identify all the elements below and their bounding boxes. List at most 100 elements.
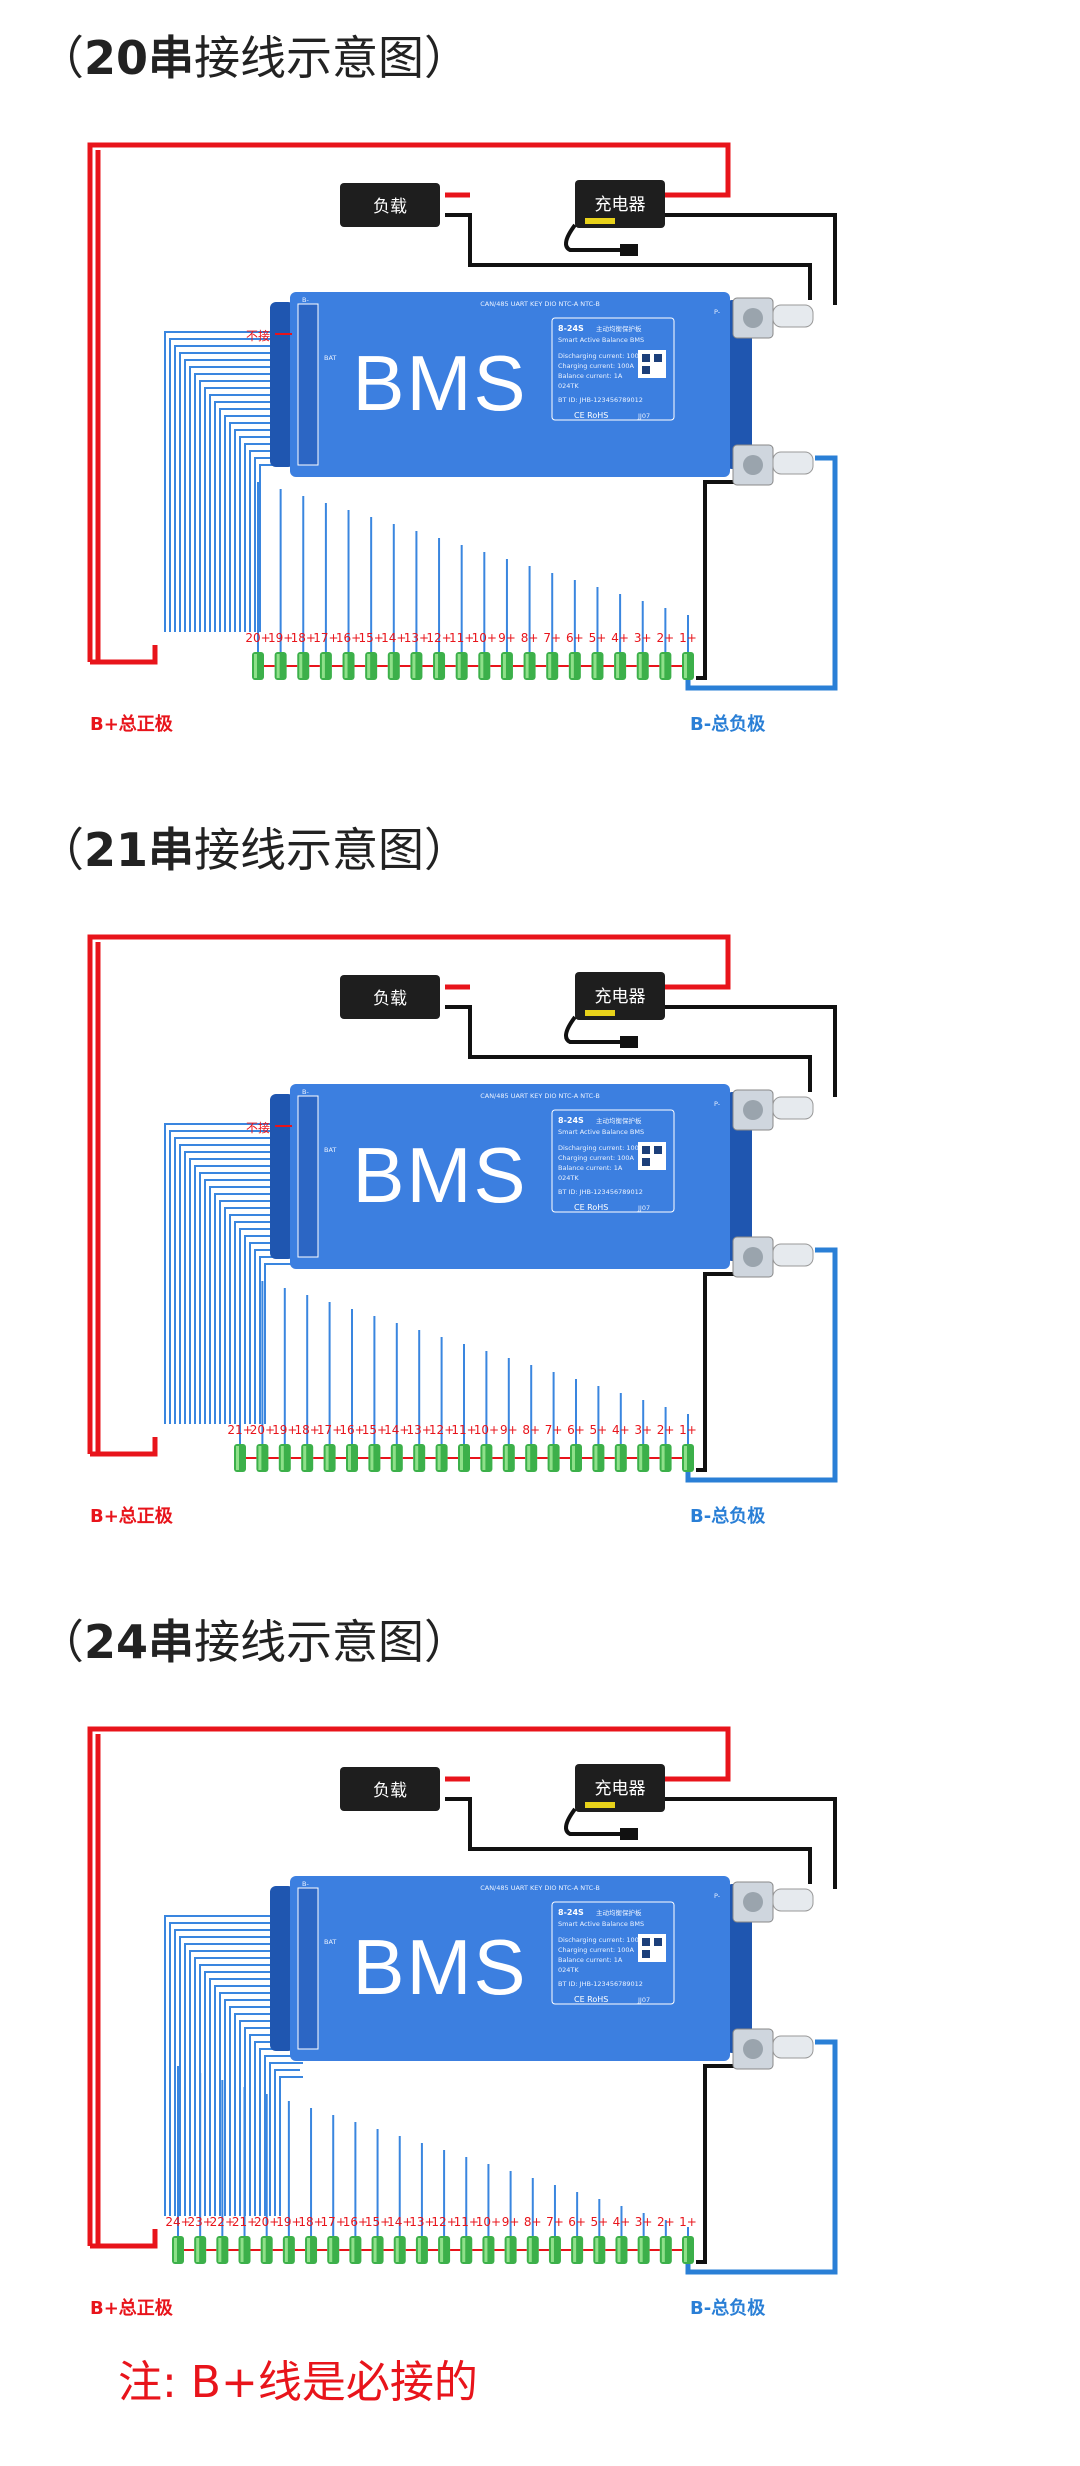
battery-cell-highlight [412,654,416,678]
cell-label: 7+ [545,1423,563,1437]
bplus-main-wire [87,1726,731,2246]
balance-wire-left [179,352,303,632]
battery-cell-highlight [392,1446,396,1470]
cell-label: 21+ [227,1423,252,1437]
cell-label: 2+ [657,2215,675,2229]
plug-icon [620,1828,638,1840]
battery-cell-highlight [258,1446,262,1470]
battery-cell-highlight [550,2238,554,2262]
bminus-label: B-总负极 [690,1505,766,1527]
balance-wire-left [249,1242,303,1424]
bminus-label: B-总负极 [690,713,766,735]
qr-code-pattern [654,1938,662,1946]
battery-cell [327,2236,340,2264]
balance-connector [297,1095,319,1258]
battery-cell-highlight [504,1446,508,1470]
battery-cell-highlight [639,2238,643,2262]
battery-cell-highlight [367,654,371,678]
title-open: （ [38,1615,84,1669]
cell-label: 11+ [451,1423,476,1437]
battery-cell [346,1444,358,1472]
spec-card [551,1901,675,2005]
p-cable-lug-icon [772,304,814,328]
bms-label: BMS [352,339,527,427]
balance-wire-left [204,1179,300,1424]
cell-label: 8+ [521,631,539,645]
balance-wire-left [164,1915,300,2216]
balance-wire-left [169,1922,303,2216]
battery-cell [301,1444,314,1472]
balance-wire-left [259,1256,303,1424]
cell-label: 14+ [384,1423,409,1437]
load-label: 负载 [373,197,407,217]
spec-line: Discharging current: 100A [558,1144,644,1152]
battery-cell-highlight [329,2238,333,2262]
battery-cell-highlight [684,2238,687,2262]
not-connected-label: 不接 [246,1120,270,1135]
battery-cell-highlight [573,2238,577,2262]
cell-label: 7+ [546,2215,564,2229]
cell-label: 12+ [431,2215,456,2229]
battery-cell-highlight [303,1446,307,1470]
load-box [340,1767,440,1811]
bplus-wire-bottom [90,645,158,665]
battery-cell-highlight [527,1446,531,1470]
battery-cell [305,2236,318,2264]
bms-board [290,1084,730,1269]
qr-code-pattern [642,1158,650,1166]
brand-mark: JJ07 [637,1996,650,2004]
battery-cell-highlight [435,654,439,678]
battery-cell [371,2236,384,2264]
spec-line: 024TK [558,1174,579,1182]
battery-cell [636,652,649,680]
battery-cell-highlight [218,2238,222,2262]
battery-cell-highlight [321,654,325,678]
cert-label: CE RoHS [574,1995,608,2004]
board-left-bracket [270,302,294,467]
battery-cell-highlight [262,2238,266,2262]
battery-cell-highlight [417,2238,421,2262]
p-terminal-bolt-icon [743,1892,763,1912]
cell-label: 2+ [657,631,675,645]
battery-cell [615,2236,628,2264]
spec-line: Charging current: 100A [558,1946,635,1954]
model-cn-label: 主动均衡保护板 [596,324,642,333]
cell-label: 12+ [429,1423,454,1437]
bt-id-label: BT ID: JHB-123456789012 [558,1980,643,1988]
bplus-wire-bottom [90,2229,158,2249]
spec-line: Charging current: 100A [558,1154,635,1162]
cert-label: CE RoHS [574,411,608,420]
battery-cell-highlight [325,1446,329,1470]
bat-label: BAT [324,1938,336,1946]
battery-cell [435,1444,448,1472]
qr-code-pattern [654,1146,662,1154]
bt-id-label: BT ID: JHB-123456789012 [558,1188,643,1196]
cell-label: 4+ [613,2215,631,2229]
balance-wire-left [164,1123,300,1424]
bplus-label: B+总正极 [90,2297,174,2319]
p-cable-lug-icon [772,1888,814,1912]
bminus-blue-wire [685,2039,838,2275]
battery-cell [502,1444,515,1472]
title-open: （ [38,823,84,877]
balance-connector [297,1887,319,2050]
charger-sticker [585,1802,615,1808]
battery-cell [568,652,581,680]
battery-cell [282,2236,295,2264]
cell-label: 18+ [298,2215,323,2229]
spec-card [551,317,675,421]
cell-label: 15+ [358,631,383,645]
cell-label: 6+ [567,1423,585,1437]
balance-wire-left [189,366,303,632]
cell-label: 16+ [336,631,361,645]
battery-cell [570,1444,582,1472]
cell-label: 8+ [522,1423,540,1437]
load-black-wire [445,1005,812,1092]
battery-cell-highlight [480,654,484,678]
balance-wire-left [184,1151,300,1424]
not-connected-label: 不接 [246,328,270,343]
balance-wire-left [279,2076,303,2216]
battery-cell-highlight [196,2238,200,2262]
board-right-bracket [726,1092,752,1261]
